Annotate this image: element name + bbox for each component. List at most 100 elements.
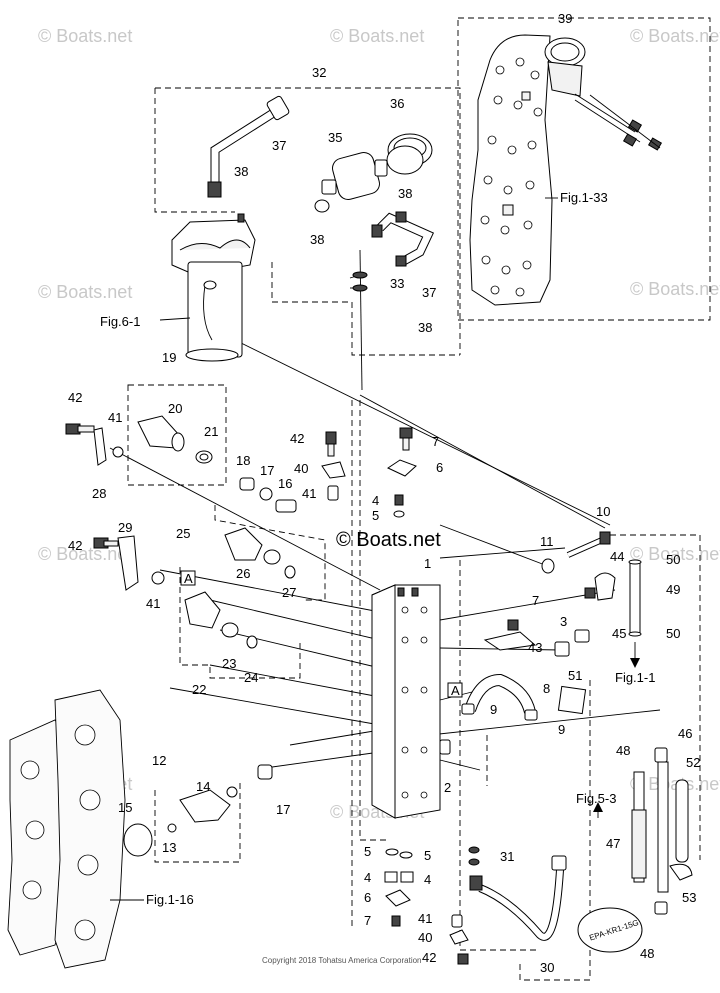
- manifold-plate: [469, 34, 553, 306]
- watermark: © Boats.net: [38, 26, 132, 46]
- callout-9: 9: [490, 702, 497, 717]
- callout-52: 52: [686, 755, 700, 770]
- callout-6: 6: [436, 460, 443, 475]
- callout-28: 28: [92, 486, 106, 501]
- callout-11: 11: [540, 534, 554, 549]
- fuel-hose-37b: [352, 211, 435, 292]
- callout-38: 38: [234, 164, 248, 179]
- callout-41: 41: [146, 596, 160, 611]
- callout-7: 7: [532, 593, 539, 608]
- callout-38: 38: [398, 186, 412, 201]
- watermark: © Boats.net: [630, 279, 720, 299]
- callout-45: 45: [612, 626, 626, 641]
- grommet-36: [386, 133, 433, 175]
- callout-24: 24: [244, 670, 258, 685]
- fuel-filter-35: [314, 152, 388, 213]
- callout-25: 25: [176, 526, 190, 541]
- figure-references: Fig.1-33 Fig.6-1 Fig.1-1 Fig.5-3 Fig.1-1…: [100, 190, 655, 907]
- callout-8: 8: [543, 681, 550, 696]
- callout-29: 29: [118, 520, 132, 535]
- callout-40: 40: [418, 930, 432, 945]
- callout-44: 44: [610, 549, 624, 564]
- fig-ref-5-3[interactable]: Fig.5-3: [576, 791, 616, 806]
- callout-31: 31: [500, 849, 514, 864]
- ref-box-a: [180, 570, 196, 586]
- callout-20: 20: [168, 401, 182, 416]
- callout-2: 2: [444, 780, 451, 795]
- callout-5: 5: [372, 508, 379, 523]
- callout-42: 42: [422, 950, 436, 965]
- callout-3: 3: [560, 614, 567, 629]
- watermark: © Boats.net: [630, 544, 720, 564]
- callout-18: 18: [236, 453, 250, 468]
- callout-30: 30: [540, 960, 554, 975]
- ref-box-a-label: A: [184, 571, 193, 586]
- fig-ref-1-16[interactable]: Fig.1-16: [146, 892, 194, 907]
- callout-43: 43: [528, 640, 542, 655]
- reference-boxes: A A: [180, 570, 463, 698]
- callout-42: 42: [68, 538, 82, 553]
- callout-33: 33: [390, 276, 404, 291]
- fig-ref-6-1[interactable]: Fig.6-1: [100, 314, 140, 329]
- manifold-block-1: [371, 427, 451, 819]
- vapor-separator: [159, 213, 256, 362]
- callout-38: 38: [310, 232, 324, 247]
- callout-35: 35: [328, 130, 342, 145]
- callout-16: 16: [278, 476, 292, 491]
- callout-9: 9: [558, 722, 565, 737]
- arrow-down-icon: [630, 658, 640, 668]
- callout-39: 39: [558, 11, 572, 26]
- watermark: © Boats.net: [38, 282, 132, 302]
- callout-40: 40: [294, 461, 308, 476]
- callout-36: 36: [390, 96, 404, 111]
- callout-19: 19: [162, 350, 176, 365]
- callout-49: 49: [666, 582, 680, 597]
- watermark: © Boats.net: [630, 26, 720, 46]
- callout-32: 32: [312, 65, 326, 80]
- watermark-center: © Boats.net: [336, 529, 441, 551]
- callout-14: 14: [196, 779, 210, 794]
- callout-4: 4: [424, 872, 431, 887]
- callout-38: 38: [418, 320, 432, 335]
- copyright-notice: Copyright 2018 Tohatsu America Corporati…: [262, 956, 422, 965]
- watermark: © Boats.net: [330, 26, 424, 46]
- callout-47: 47: [606, 836, 620, 851]
- callout-37: 37: [272, 138, 286, 153]
- callout-37: 37: [422, 285, 436, 300]
- arrows: [593, 642, 640, 818]
- callout-numbers: 32 37 38 35 36 38 38 33 37 38 39 19 42 4…: [68, 11, 700, 975]
- callout-50: 50: [666, 626, 680, 641]
- callout-46: 46: [678, 726, 692, 741]
- clamp-39: [544, 37, 663, 151]
- callout-50: 50: [666, 552, 680, 567]
- callout-48: 48: [640, 946, 654, 961]
- callout-41: 41: [418, 911, 432, 926]
- callout-53: 53: [682, 890, 696, 905]
- callout-41: 41: [108, 410, 122, 425]
- callout-17: 17: [276, 802, 290, 817]
- watermark: © Boats.net: [38, 544, 132, 564]
- callout-13: 13: [162, 840, 176, 855]
- callout-10: 10: [596, 504, 610, 519]
- callout-12: 12: [152, 753, 166, 768]
- callout-17: 17: [260, 463, 274, 478]
- callout-4: 4: [372, 493, 379, 508]
- callout-4: 4: [364, 870, 371, 885]
- callout-22: 22: [192, 682, 206, 697]
- callout-6: 6: [364, 890, 371, 905]
- ref-box-a: [447, 682, 463, 698]
- callout-5: 5: [364, 844, 371, 859]
- callout-23: 23: [222, 656, 236, 671]
- fig-ref-1-1[interactable]: Fig.1-1: [615, 670, 655, 685]
- fittings-left: [65, 415, 346, 857]
- fig-ref-1-33[interactable]: Fig.1-33: [560, 190, 608, 205]
- callout-48: 48: [616, 743, 630, 758]
- fuel-hose-37: [207, 95, 290, 198]
- fittings-lower: [384, 846, 480, 965]
- callout-5: 5: [424, 848, 431, 863]
- callout-41: 41: [302, 486, 316, 501]
- callout-42: 42: [68, 390, 82, 405]
- callout-26: 26: [236, 566, 250, 581]
